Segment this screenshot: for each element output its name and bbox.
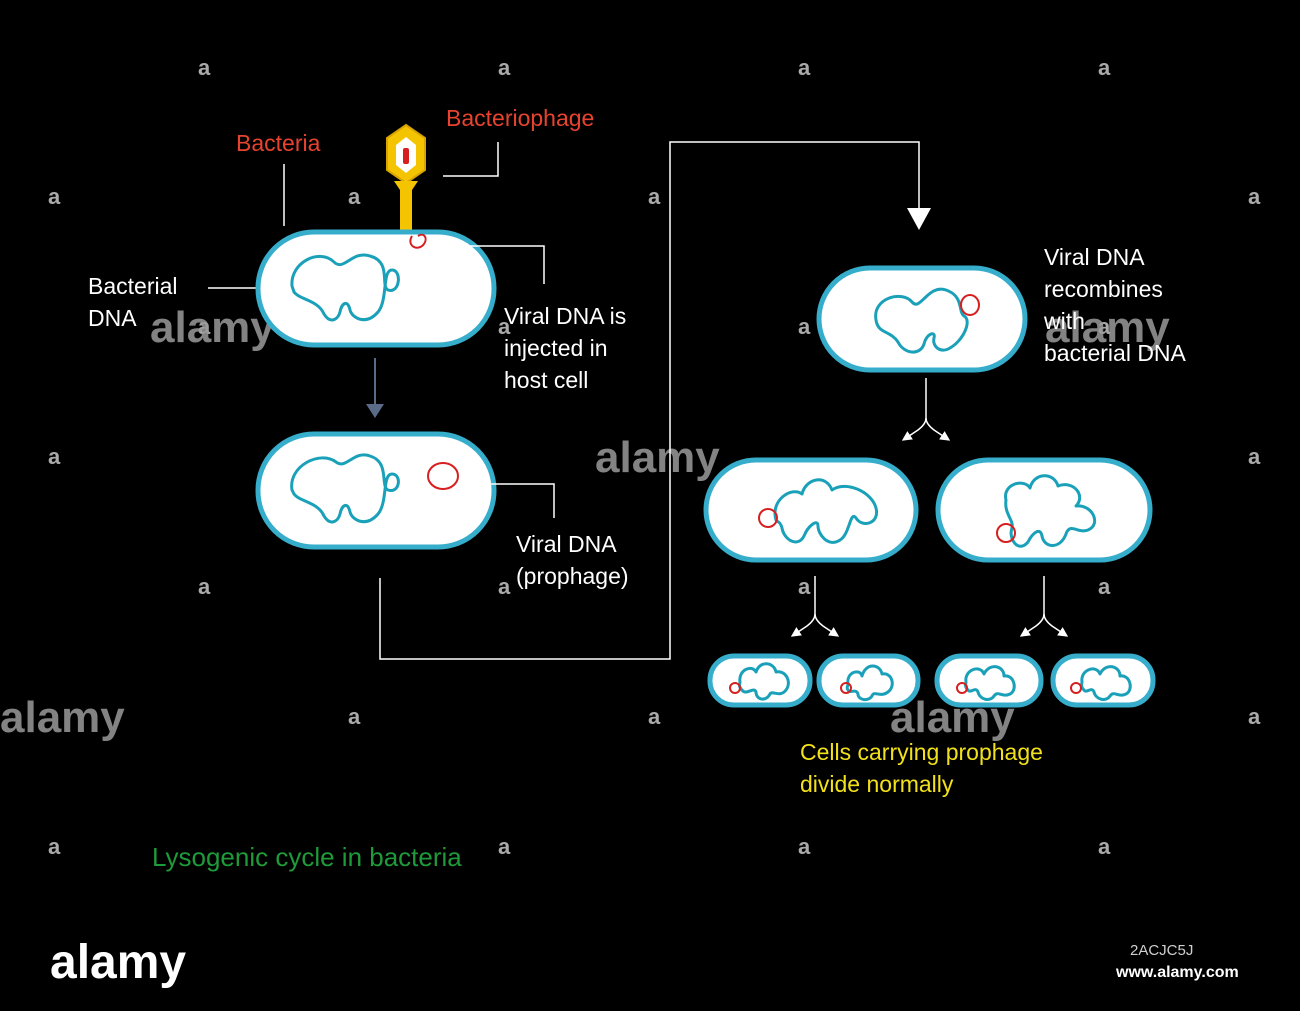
watermark-mark: a (1248, 444, 1261, 469)
watermark-mark: a (1248, 704, 1261, 729)
bacterial-dna (964, 665, 1016, 701)
watermark-mark: a (1098, 55, 1111, 80)
bacterial-dna (1004, 474, 1097, 548)
watermark-mark: a (198, 55, 211, 80)
bacterial-dna (845, 664, 894, 702)
bacterial-dna (290, 453, 400, 524)
label-prophage-line1: Viral DNA (516, 531, 617, 557)
watermark-mark: a (348, 184, 361, 209)
watermark-mark: a (348, 704, 361, 729)
cell-small-4 (1050, 653, 1156, 708)
label-recombine-line2: recombines (1044, 276, 1163, 302)
phage-genome (403, 148, 409, 164)
watermark-brand: alamy (150, 303, 275, 352)
bacterial-dna (1080, 665, 1132, 701)
leader-prophage (484, 483, 555, 518)
watermark-mark: a (798, 55, 811, 80)
split-arrow-3 (1019, 576, 1069, 637)
watermark-brand: alamy (595, 433, 720, 482)
watermark-mark: a (498, 574, 511, 599)
watermark-mark: a (648, 184, 661, 209)
cell-small-1 (707, 653, 813, 708)
label-injected-line3: host cell (504, 367, 588, 393)
watermark-layer: a a a a a a a a a a a a a a a a a a a a … (0, 55, 1261, 859)
cell-body (1050, 653, 1156, 708)
connector-path (379, 141, 920, 660)
watermark-mark: a (48, 834, 61, 859)
bacterial-dna (874, 287, 969, 354)
footer-brand-logo: alamy (50, 936, 186, 989)
label-bacteriophage: Bacteriophage (446, 105, 594, 131)
watermark-mark: a (498, 314, 511, 339)
connector-arrowhead (907, 208, 931, 230)
watermark-mark: a (798, 314, 811, 339)
viral-dna-prophage (427, 462, 459, 490)
cell-small-2 (816, 653, 921, 708)
label-recombine-line4: bacterial DNA (1044, 340, 1187, 366)
cell-body (255, 229, 497, 348)
watermark-mark: a (1248, 184, 1261, 209)
viral-dna (1070, 682, 1082, 694)
watermark-mark: a (1098, 574, 1111, 599)
bacteriophage (386, 123, 426, 232)
watermark-mark: a (798, 834, 811, 859)
watermark-mark: a (198, 314, 211, 339)
label-bacterial-dna-line2: DNA (88, 305, 137, 331)
viral-dna-integrated (960, 294, 980, 316)
cell-body (816, 265, 1028, 373)
label-prophage-line2: (prophage) (516, 563, 629, 589)
watermark-mark: a (648, 704, 661, 729)
watermark-mark: a (48, 444, 61, 469)
phage-tail (400, 190, 412, 232)
cell-daughter-right (935, 457, 1153, 563)
cell-body (255, 431, 497, 550)
label-recombine-line1: Viral DNA (1044, 244, 1145, 270)
label-injected-line2: injected in (504, 335, 608, 361)
watermark-mark: a (1098, 834, 1111, 859)
bacterial-dna (290, 253, 400, 322)
watermark-mark: a (498, 834, 511, 859)
label-divide-line1: Cells carrying prophage (800, 739, 1043, 765)
leader-viral-dna-injected (444, 245, 545, 284)
leader-bacteriophage (443, 142, 499, 177)
watermark-mark: a (798, 574, 811, 599)
bacterial-dna (773, 478, 879, 544)
diagram-title: Lysogenic cycle in bacteria (152, 842, 462, 872)
cell-infected (255, 229, 497, 348)
split-arrow-1 (901, 378, 951, 441)
cell-small-3 (934, 653, 1044, 708)
watermark-brand: alamy (1045, 303, 1170, 352)
footer-url: www.alamy.com (1115, 964, 1239, 981)
cell-recombined (816, 265, 1028, 373)
viral-dna (840, 682, 852, 694)
bacterial-dna (738, 662, 790, 701)
footer-image-id: 2ACJC5J (1130, 942, 1193, 959)
split-arrow-2 (790, 576, 840, 637)
cell-body (935, 457, 1153, 563)
watermark-mark: a (198, 574, 211, 599)
watermark-mark: a (48, 184, 61, 209)
cell-body (934, 653, 1044, 708)
label-injected-line1: Viral DNA is (504, 303, 626, 329)
arrow-down-head (366, 404, 384, 418)
label-bacteria: Bacteria (236, 130, 321, 156)
label-bacterial-dna-line1: Bacterial (88, 273, 177, 299)
viral-dna (409, 233, 427, 249)
cell-daughter-left (703, 457, 919, 563)
label-recombine-line3: with (1043, 308, 1085, 334)
viral-dna (729, 682, 741, 694)
phage-collar (394, 181, 418, 190)
label-divide-line2: divide normally (800, 771, 954, 797)
viral-dna (758, 508, 778, 528)
cell-body (703, 457, 919, 563)
watermark-mark: a (498, 55, 511, 80)
watermark-mark: a (1098, 314, 1111, 339)
viral-dna (956, 682, 968, 694)
watermark-brand: alamy (0, 693, 125, 742)
viral-dna (996, 523, 1016, 543)
cell-prophage (255, 431, 497, 550)
